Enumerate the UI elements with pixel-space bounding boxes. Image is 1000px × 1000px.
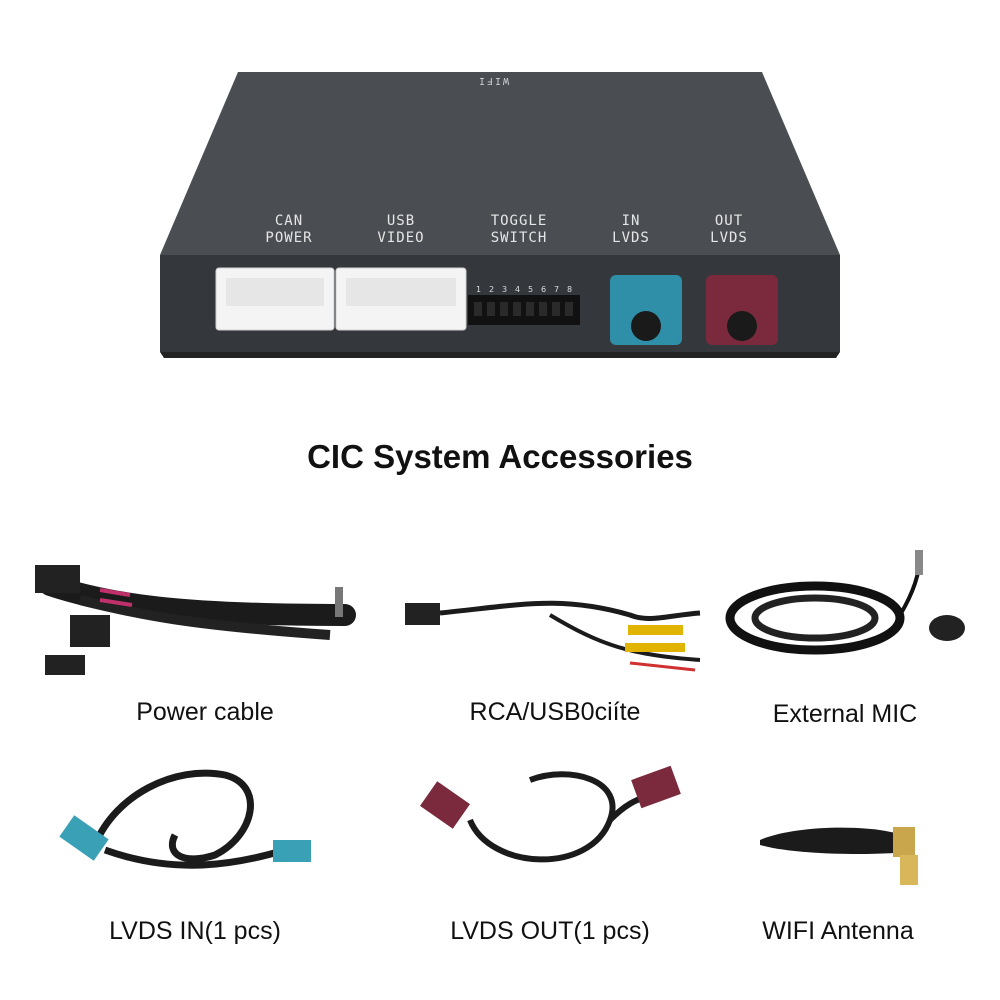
dip-number: 8 (567, 285, 572, 294)
port-line1: IN (621, 213, 641, 229)
port-label-toggle-switch: TOGGLE SWITCH (464, 213, 574, 247)
dip-switch-toggle (526, 302, 534, 316)
dip-number: 5 (528, 285, 533, 294)
port-label-out-lvds: OUT LVDS (674, 213, 784, 247)
dip-switch-toggle (474, 302, 482, 316)
external-mic-image (725, 550, 965, 655)
dip-switch-toggle (513, 302, 521, 316)
port-label-can-power: CAN POWER (234, 213, 344, 247)
dip-number: 2 (489, 285, 494, 294)
accessory-label-lvds-in: LVDS IN(1 pcs) (109, 917, 281, 945)
dip-switch-toggle (539, 302, 547, 316)
wifi-label: WIFI (476, 75, 510, 86)
port-line2: LVDS (710, 230, 748, 246)
wifi-antenna-image (760, 827, 918, 885)
rca-usb-cable-image (405, 600, 701, 672)
accessory-label-rca-usb: RCA/USB0ciíte (469, 698, 641, 726)
power-cable-image (35, 565, 356, 675)
page-title: CIC System Accessories (307, 438, 693, 475)
dip-number: 1 (476, 285, 481, 294)
accessory-label-power-cable: Power cable (136, 698, 274, 726)
dip-switch-toggle (565, 302, 573, 316)
port-line1: USB (386, 213, 416, 229)
port-label-usb-video: USB VIDEO (346, 213, 456, 247)
port-line1: TOGGLE (490, 213, 548, 229)
port-line2: VIDEO (377, 230, 425, 246)
port-line1: OUT (714, 213, 744, 229)
port-label-in-lvds: IN LVDS (576, 213, 686, 247)
dip-number: 6 (541, 285, 546, 294)
dip-number: 3 (502, 285, 507, 294)
port-line1: CAN (274, 213, 304, 229)
accessory-label-external-mic: External MIC (772, 700, 918, 728)
dip-number: 4 (515, 285, 520, 294)
dip-switch-toggle (500, 302, 508, 316)
dip-switch-toggle (552, 302, 560, 316)
dip-switch-toggle (487, 302, 495, 316)
port-line2: POWER (265, 230, 313, 246)
lvds-in-cable-image (59, 769, 311, 869)
port-line2: LVDS (612, 230, 650, 246)
dip-number: 7 (554, 285, 559, 294)
accessory-label-lvds-out: LVDS OUT(1 pcs) (450, 917, 650, 945)
lvds-out-cable-image (420, 765, 681, 863)
port-line2: SWITCH (490, 230, 548, 246)
accessory-label-wifi-antenna: WIFI Antenna (762, 917, 914, 945)
